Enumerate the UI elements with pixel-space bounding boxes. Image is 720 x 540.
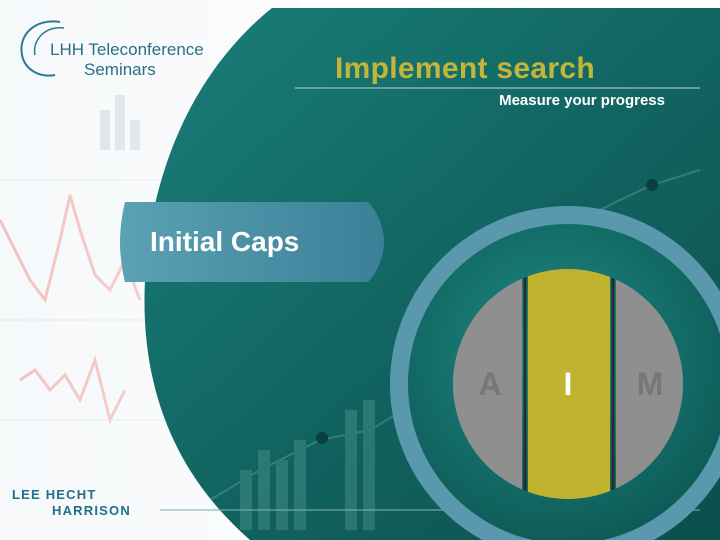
chart-dot: [316, 432, 328, 444]
aim-letter-i: I: [563, 366, 573, 402]
page-subtitle: Measure your progress: [499, 92, 665, 109]
aim-segment-i: [528, 269, 610, 499]
brand-line1: LEE HECHT: [12, 487, 97, 502]
page-title: Implement search: [335, 52, 595, 85]
lhh-logo-icon: [20, 20, 65, 77]
aim-letter-m: M: [636, 366, 664, 402]
logo-text-line2: Seminars: [84, 60, 156, 79]
logo-text-line1: LHH Teleconference: [50, 40, 204, 59]
section-label: Initial Caps: [150, 226, 300, 257]
section-band: [120, 202, 384, 282]
brand-line2: HARRISON: [52, 503, 131, 518]
chart-dot: [646, 179, 658, 191]
aim-letter-a: A: [478, 366, 502, 402]
teal-chart-graphic: [209, 169, 701, 530]
